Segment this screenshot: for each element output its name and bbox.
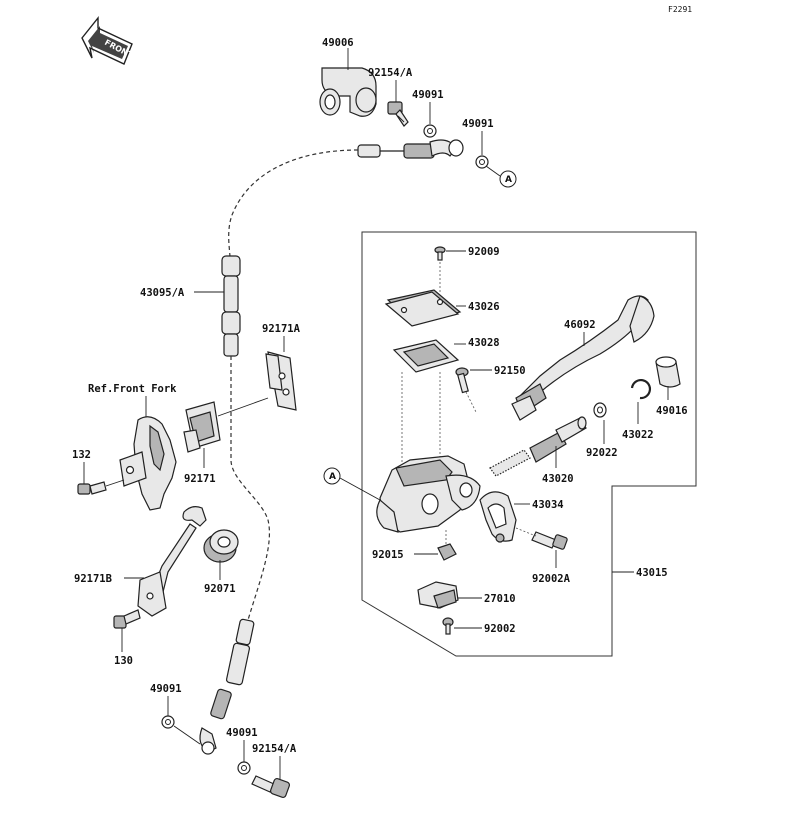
brake-hose-43095a bbox=[221, 255, 241, 357]
label-130: 130 bbox=[114, 655, 133, 667]
label-43026: 43026 bbox=[468, 301, 500, 313]
figure-code: F2291 bbox=[668, 5, 692, 14]
clamp-92171a bbox=[265, 351, 297, 411]
callout-a-top bbox=[499, 170, 517, 188]
banjo-bolt-top bbox=[387, 101, 409, 127]
label-27010: 27010 bbox=[484, 593, 516, 605]
label-92150: 92150 bbox=[494, 365, 526, 377]
brake-switch-27010 bbox=[417, 581, 459, 609]
label-49091-b: 49091 bbox=[462, 118, 494, 130]
brake-hose-top bbox=[228, 149, 359, 259]
bolt-130 bbox=[113, 609, 141, 629]
boot-49016 bbox=[655, 356, 681, 388]
reservoir-cap-43026 bbox=[384, 289, 462, 327]
label-92154a-bottom: 92154/A bbox=[252, 743, 297, 755]
washer-49091-a bbox=[423, 124, 437, 138]
nut-92015 bbox=[437, 543, 457, 561]
washer-49091-c bbox=[161, 715, 175, 729]
svg-text:A: A bbox=[329, 472, 336, 482]
hose-guide-92171b bbox=[137, 506, 207, 617]
clamp-43034 bbox=[479, 491, 517, 543]
label-43020: 43020 bbox=[542, 473, 574, 485]
callout-a-body bbox=[323, 467, 341, 485]
grommet-92071 bbox=[203, 529, 239, 563]
circlip-43022 bbox=[630, 378, 652, 400]
bolt-132 bbox=[77, 481, 107, 495]
pivot-bolt-92150 bbox=[455, 367, 469, 394]
assembly-frame-43015 bbox=[361, 231, 697, 657]
label-92002a: 92002A bbox=[532, 573, 571, 585]
label-132: 132 bbox=[72, 449, 91, 461]
label-49091-d: 49091 bbox=[226, 727, 258, 739]
hose-lower-end bbox=[199, 618, 255, 755]
label-43034: 43034 bbox=[532, 499, 564, 511]
master-cylinder-body bbox=[376, 455, 481, 533]
label-43015: 43015 bbox=[636, 567, 668, 579]
hose-upper-end bbox=[357, 139, 464, 159]
front-arrow-icon: FRONT bbox=[81, 16, 135, 65]
label-92009: 92009 bbox=[468, 246, 500, 258]
bolt-92002a bbox=[531, 531, 568, 550]
label-92171a: 92171A bbox=[262, 323, 301, 335]
brake-hose-lower bbox=[230, 356, 271, 621]
label-ref-front-fork: Ref.Front Fork bbox=[88, 383, 177, 395]
label-49006: 49006 bbox=[322, 37, 354, 49]
label-49016: 49016 bbox=[656, 405, 688, 417]
label-92171b: 92171B bbox=[74, 573, 112, 585]
label-43028: 43028 bbox=[468, 337, 500, 349]
label-92002: 92002 bbox=[484, 623, 516, 635]
label-92022: 92022 bbox=[586, 447, 618, 459]
screw-92009 bbox=[434, 246, 446, 261]
label-49091-a: 49091 bbox=[412, 89, 444, 101]
label-92071: 92071 bbox=[204, 583, 236, 595]
piston-kit-43020 bbox=[489, 416, 587, 477]
fitting-49006 bbox=[319, 67, 377, 117]
label-92171: 92171 bbox=[184, 473, 216, 485]
washer-92022 bbox=[593, 402, 607, 418]
brake-lever-46092 bbox=[511, 295, 655, 421]
clamp-92171 bbox=[183, 401, 221, 453]
label-46092: 46092 bbox=[564, 319, 596, 331]
washer-49091-d bbox=[237, 761, 251, 775]
screw-92002 bbox=[442, 617, 454, 635]
diaphragm-43028 bbox=[392, 339, 460, 373]
label-43022: 43022 bbox=[622, 429, 654, 441]
label-92015: 92015 bbox=[372, 549, 404, 561]
label-92154a-top: 92154/A bbox=[368, 67, 413, 79]
svg-text:A: A bbox=[505, 175, 512, 185]
washer-49091-b bbox=[475, 155, 489, 169]
front-fork-bracket bbox=[119, 416, 177, 511]
label-49091-c: 49091 bbox=[150, 683, 182, 695]
banjo-bolt-bottom bbox=[251, 775, 291, 799]
label-43095a: 43095/A bbox=[140, 287, 185, 299]
